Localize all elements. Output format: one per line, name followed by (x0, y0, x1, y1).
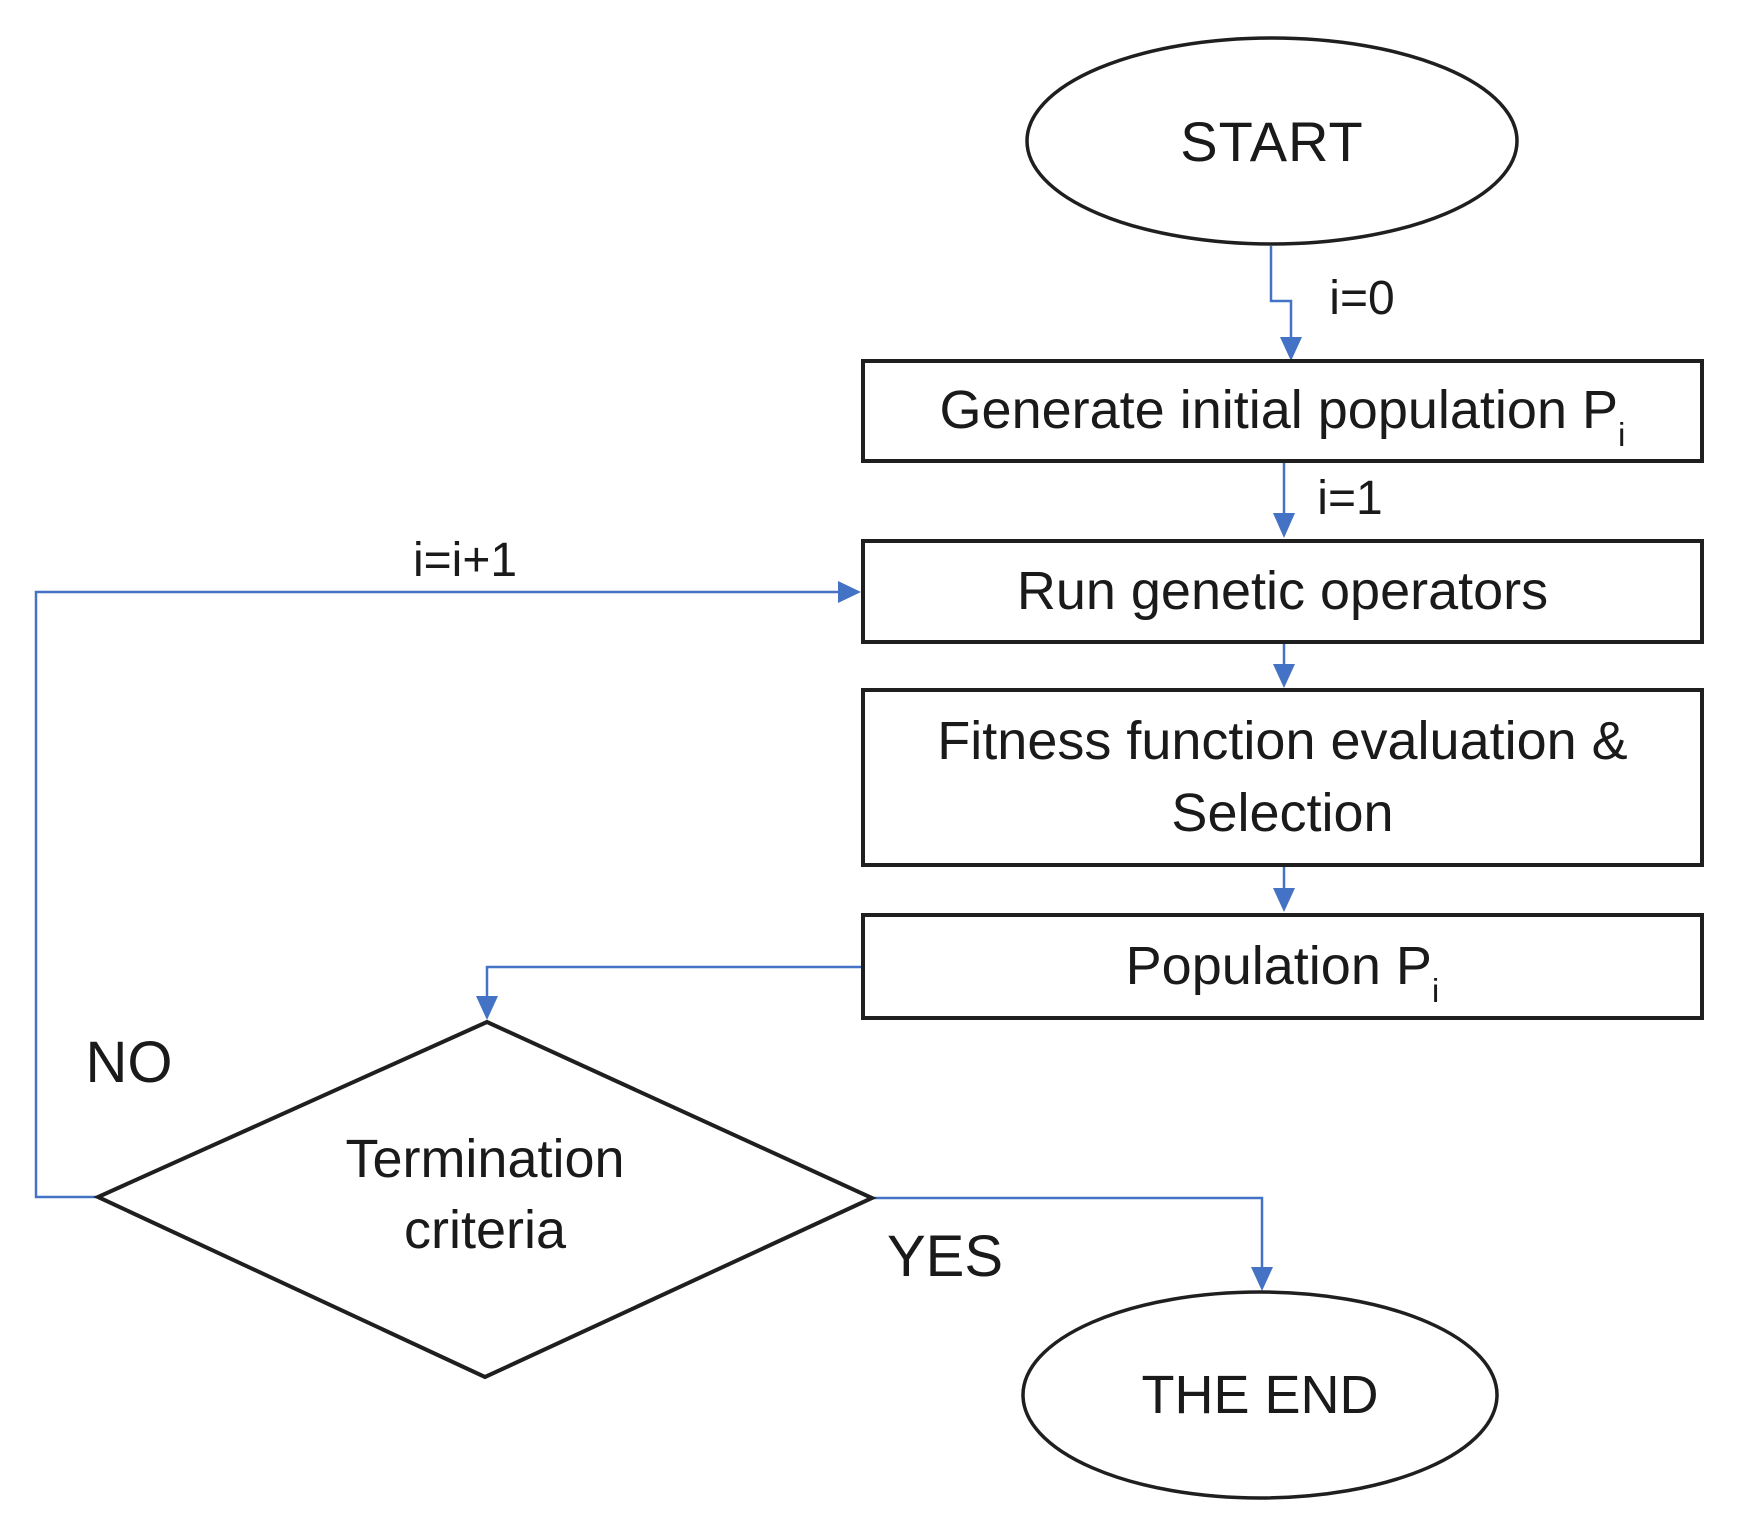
edge-label-increment: i=i+1 (395, 532, 535, 588)
edge-label-i1-text: i=1 (1317, 471, 1383, 525)
edge-label-yes: YES (875, 1222, 1015, 1290)
population-subscript: i (1431, 972, 1440, 1010)
edge-start-to-generate (1269, 246, 1293, 338)
population-box (861, 913, 1704, 1020)
termination-line1: Termination (345, 1128, 625, 1189)
edge-label-i0-text: i=0 (1329, 271, 1395, 325)
population-label: Population Pi (863, 915, 1702, 1018)
edge-label-i0: i=0 (1297, 270, 1427, 326)
generate-population-label: Generate initial population Pi (863, 361, 1702, 461)
termination-line2: criteria (403, 1200, 567, 1260)
population-text: Population Pi (1125, 931, 1440, 1008)
fitness-selection-label: Fitness function evaluation & Selection (863, 690, 1702, 865)
start-label-text: START (1180, 109, 1364, 173)
generate-population-main: Generate initial population P (939, 380, 1619, 441)
run-operators-label: Run genetic operators (863, 541, 1702, 642)
arrowhead-into-generate (1280, 337, 1302, 361)
end-label: THE END (1023, 1293, 1497, 1499)
start-ellipse (1025, 36, 1519, 246)
termination-label: Termination criteria (235, 1110, 735, 1280)
end-ellipse (1021, 1290, 1499, 1500)
arrowhead-into-end (1251, 1267, 1273, 1291)
generate-population-text: Generate initial population Pi (939, 375, 1626, 452)
arrowhead-into-run-left (838, 581, 861, 603)
edge-label-yes-text: YES (886, 1223, 1004, 1289)
edge-population-to-termination (485, 965, 863, 997)
run-operators-box (861, 539, 1704, 644)
start-label: START (1027, 38, 1517, 244)
arrowhead-into-termination (476, 996, 498, 1020)
run-operators-text: Run genetic operators (1016, 560, 1549, 621)
generate-population-subscript: i (1618, 417, 1626, 455)
arrowhead-into-population (1273, 888, 1295, 912)
fitness-selection-line1: Fitness function evaluation & (937, 711, 1628, 772)
end-label-text: THE END (1141, 1365, 1379, 1426)
edge-label-i1: i=1 (1290, 470, 1410, 526)
arrowhead-into-run (1273, 513, 1295, 538)
edge-yes-to-end (872, 1196, 1264, 1268)
connector-lines (34, 246, 1293, 1268)
edge-label-no-text: NO (85, 1029, 173, 1095)
generate-population-box (861, 359, 1704, 463)
fitness-selection-line2: Selection (1171, 782, 1394, 843)
arrowhead-into-fitness (1273, 664, 1295, 688)
edge-label-no: NO (64, 1028, 194, 1096)
termination-diamond (93, 1019, 877, 1380)
fitness-selection-box (861, 688, 1704, 867)
population-main: Population P (1125, 935, 1432, 996)
edge-label-increment-text: i=i+1 (412, 533, 518, 587)
edge-no-loop-back (34, 590, 839, 1199)
arrowheads (476, 337, 1302, 1291)
